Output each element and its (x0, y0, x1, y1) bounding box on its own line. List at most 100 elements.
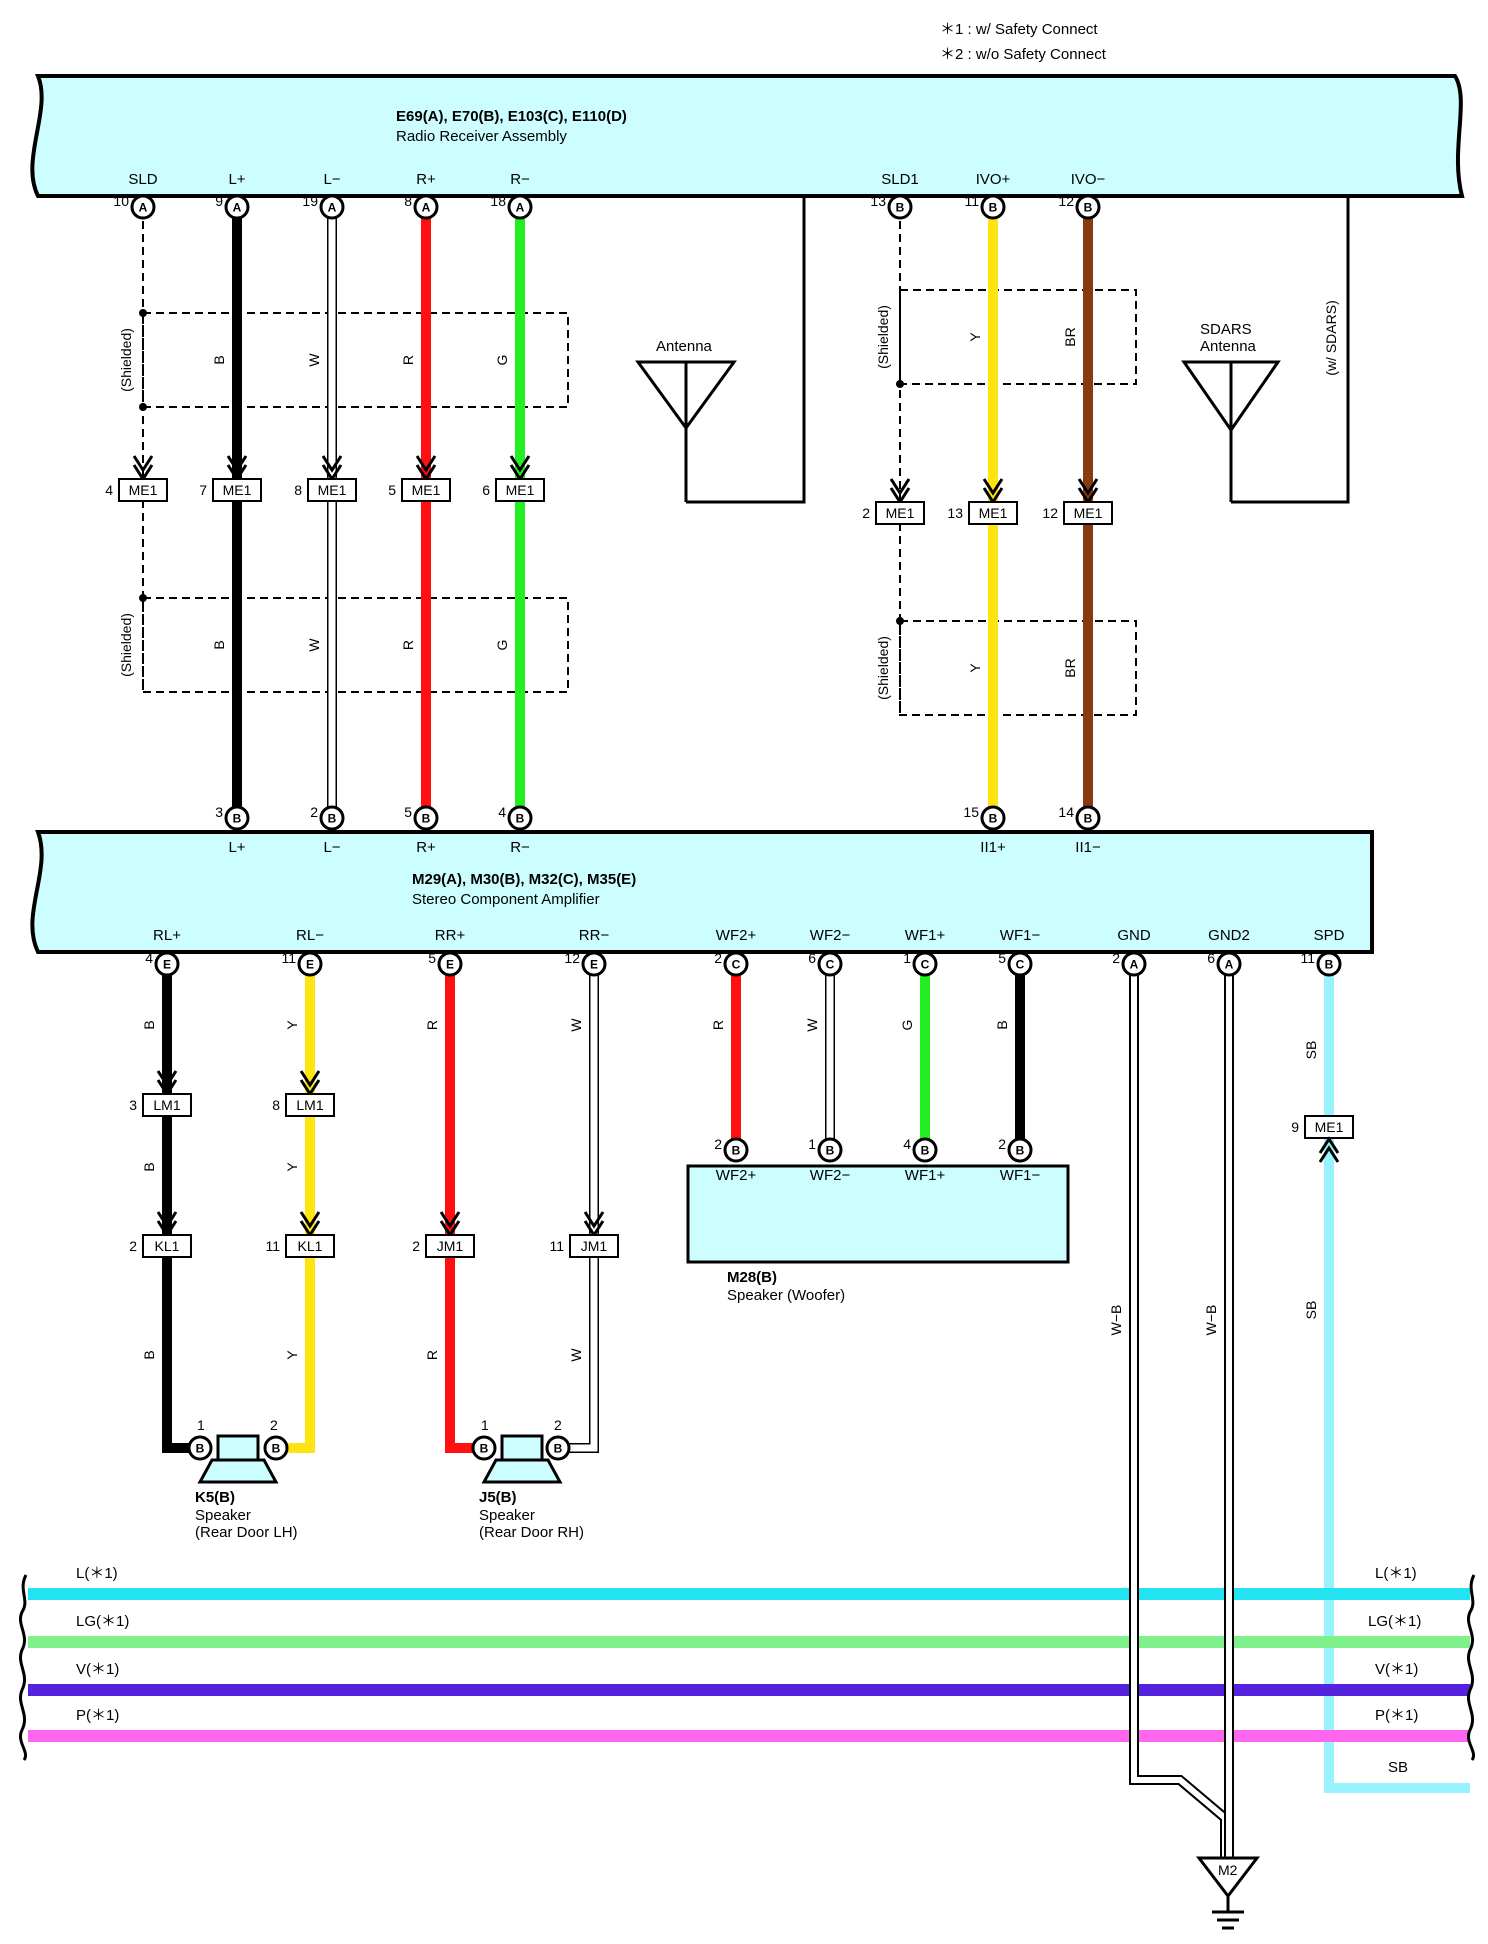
svg-text:B: B (211, 355, 227, 364)
me1-upper-2-box (307, 478, 357, 502)
amp-in-pin-0-letter: B (233, 812, 242, 826)
amp-out-pin-8-letter: A (1130, 958, 1139, 972)
sb-right-label: SB (1388, 1759, 1408, 1776)
bus-v-left: V(＊1) (76, 1661, 119, 1678)
ground-label: M2 (1218, 1862, 1238, 1878)
svg-text:Y: Y (967, 332, 983, 342)
ground-symbol (1195, 1856, 1261, 1930)
radio-pin-0-circle (130, 194, 156, 220)
woofer-pin-2-number: 4 (903, 1136, 911, 1152)
woofer-pin-1-label: WF2− (810, 1167, 851, 1184)
me1-upper-1-pin: 7 (199, 482, 207, 498)
arrow-kl1-0 (156, 1211, 178, 1229)
lm1-0-box (142, 1093, 192, 1117)
wire-rlplus-black (162, 975, 197, 1453)
amp-in-pin-3-letter: B (516, 812, 525, 826)
amp-in-pin-0-number: 3 (215, 804, 223, 820)
radio-pin-5-letter: B (896, 201, 905, 215)
amp-out-pin-8-circle (1121, 951, 1147, 977)
amp-out-pin-10-number: 11 (1300, 950, 1315, 966)
splice-dot (896, 380, 904, 388)
me1-upper-1-box (212, 478, 262, 502)
woofer-pin-1-letter: B (826, 1144, 835, 1158)
radio-pin-7-number: 12 (1058, 193, 1074, 209)
speaker-rh-pin-1-circle (471, 1435, 497, 1461)
svg-text:(Shielded): (Shielded) (875, 636, 891, 700)
amp-out-pin-4-label: WF2+ (716, 927, 757, 944)
amp-out-pin-6-circle (912, 951, 938, 977)
wire-rrplus-red (445, 975, 483, 1453)
amp-out-pin-1-letter: E (306, 958, 314, 972)
woofer-pin-0-circle (723, 1137, 749, 1163)
bus-v-right: V(＊1) (1375, 1661, 1418, 1678)
bus-lg-right: LG(＊1) (1368, 1613, 1421, 1630)
svg-text:B: B (141, 1162, 157, 1171)
svg-text:SB: SB (1303, 1301, 1319, 1320)
wire-rrminus-white-outline (560, 975, 599, 1453)
radio-pin-4-label: R− (510, 171, 530, 188)
amp-in-pin-2-number: 5 (404, 804, 412, 820)
radio-pin-7-label: IVO− (1071, 171, 1106, 188)
speaker-rh-pin-2-letter: B (554, 1442, 563, 1456)
wire-labels-top: B W R G B W R G Y BR Y BR (211, 327, 1078, 677)
speaker-lh-pin2: 2 (270, 1417, 278, 1433)
amp-out-pin-5-circle (817, 951, 843, 977)
woofer-pin-3-letter: B (1016, 1144, 1025, 1158)
amp-out-pin-4-number: 2 (714, 950, 722, 966)
radio-pin-2-circle (319, 194, 345, 220)
amp-out-pin-2-letter: E (446, 958, 454, 972)
woofer-pin-1-number: 1 (808, 1136, 816, 1152)
me1-upper-0-pin: 4 (105, 482, 113, 498)
radio-pin-2-label: L− (323, 171, 340, 188)
speaker-lh-position: (Rear Door LH) (195, 1524, 298, 1541)
sdars-note: (w/ SDARS) (1323, 300, 1339, 375)
radio-pin-1-letter: A (233, 201, 242, 215)
bus-p-left: P(＊1) (76, 1707, 119, 1724)
speaker-rh-name: Speaker (479, 1507, 535, 1524)
amp-out-pin-4-circle (723, 951, 749, 977)
note-2: ＊2 : w/o Safety Connect (940, 46, 1107, 63)
svg-text:(Shielded): (Shielded) (118, 613, 134, 677)
amp-out-pin-9-circle (1216, 951, 1242, 977)
arrow-lm1-1 (299, 1070, 321, 1088)
amp-in-pin-2-circle (413, 805, 439, 831)
woofer-pin-2-letter: B (921, 1144, 930, 1158)
radio-pin-7-circle (1075, 194, 1101, 220)
amp-out-pin-10-label: SPD (1314, 927, 1345, 944)
radio-pin-3-circle (413, 194, 439, 220)
lm1-0-pin: 3 (129, 1097, 137, 1113)
svg-text:BR: BR (1062, 658, 1078, 677)
me1-upper-6-name: ME1 (979, 505, 1008, 521)
jm1-0-box (425, 1234, 475, 1258)
note-1: ＊1 : w/ Safety Connect (940, 21, 1098, 38)
bus-lines (19, 1574, 1476, 1761)
radio-pin-5-number: 13 (870, 193, 886, 209)
amp-connectors: M29(A), M30(B), M32(C), M35(E) (412, 871, 636, 888)
woofer-name: Speaker (Woofer) (727, 1287, 845, 1304)
amp-in-pin-2-label: R+ (416, 839, 436, 856)
bus-l-right: L(＊1) (1375, 1565, 1417, 1582)
jm1-1-box (569, 1234, 619, 1258)
me1-upper-4-box (495, 478, 545, 502)
wire-rrminus-white (560, 975, 598, 1452)
me1-upper-2-pin: 8 (294, 482, 302, 498)
svg-text:W: W (804, 1018, 820, 1032)
woofer-pin-2-label: WF1+ (905, 1167, 946, 1184)
svg-text:R: R (400, 355, 416, 365)
amp-in-pin-5-circle (1075, 805, 1101, 831)
woofer-pin-2-circle (912, 1137, 938, 1163)
radio-pin-1-label: L+ (228, 171, 245, 188)
me1-upper-7-name: ME1 (1074, 505, 1103, 521)
amp-out-pin-1-label: RL− (296, 927, 324, 944)
lm1-1-pin: 8 (272, 1097, 280, 1113)
amp-out-pin-6-number: 1 (903, 950, 911, 966)
svg-text:W−B: W−B (1108, 1305, 1124, 1336)
radio-pin-0-number: 10 (113, 193, 129, 209)
amp-in-pin-1-letter: B (328, 812, 337, 826)
amp-out-pin-3-number: 12 (564, 950, 580, 966)
sdars-label-2: Antenna (1200, 338, 1257, 355)
radio-pin-2-letter: A (328, 201, 337, 215)
amp-out-pin-3-letter: E (590, 958, 598, 972)
sdars-antenna-symbol (1181, 196, 1350, 504)
radio-pin-6-letter: B (989, 201, 998, 215)
